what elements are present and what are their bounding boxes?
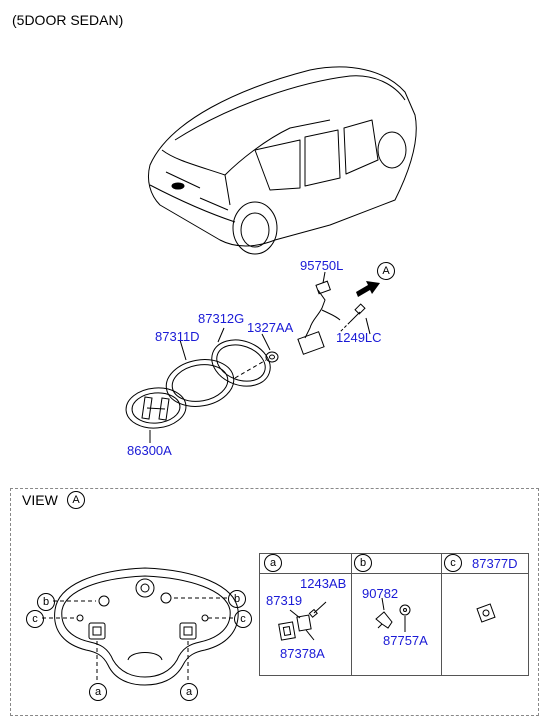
- parts-table: [259, 553, 529, 676]
- clip-drawing: [476, 603, 496, 623]
- part-number-87311D: 87311D: [155, 329, 200, 344]
- view-a-frame: [10, 488, 539, 716]
- table-col-b-letter: b: [354, 554, 372, 572]
- view-a-title: VIEW: [22, 492, 58, 508]
- emblem-drawing: [125, 387, 187, 443]
- callout-a-left: a: [89, 683, 107, 701]
- car-illustration: [147, 66, 417, 255]
- table-col-c-letter: c: [444, 554, 462, 572]
- part-number-1249LC: 1249LC: [336, 330, 382, 345]
- callout-b-left: b: [37, 593, 55, 611]
- pin-drawing: [375, 597, 411, 632]
- part-number-87319: 87319: [266, 593, 303, 608]
- part-number-87312G: 87312G: [198, 311, 245, 326]
- part-number-86300A: 86300A: [127, 443, 172, 458]
- bracket-drawing: [278, 601, 327, 641]
- view-a-callout: A: [67, 491, 85, 509]
- callout-c-left: c: [26, 610, 44, 628]
- callout-c-right: c: [234, 610, 252, 628]
- part-number-90782: 90782: [362, 586, 399, 601]
- page-title: (5DOOR SEDAN): [12, 12, 124, 28]
- view-ref-callout: A: [377, 262, 395, 280]
- table-divider: [351, 554, 352, 675]
- part-number-95750L: 95750L: [300, 258, 344, 273]
- camera-assembly-drawing: [297, 271, 341, 355]
- rear-view-drawing: [42, 567, 239, 686]
- view-arrow-icon: [356, 281, 380, 297]
- bolt-drawing: [339, 303, 371, 335]
- table-divider: [441, 554, 442, 675]
- parts-table-header-row: [260, 554, 528, 574]
- callout-a-right: a: [180, 683, 198, 701]
- part-number-1327AA: 1327AA: [247, 320, 294, 335]
- part-number-1243AB: 1243AB: [300, 576, 347, 591]
- table-col-a-letter: a: [264, 554, 282, 572]
- housing-drawing: [165, 339, 235, 407]
- part-number-87757A: 87757A: [383, 633, 428, 648]
- part-number-87377D: 87377D: [472, 556, 518, 571]
- part-number-87378A: 87378A: [280, 646, 325, 661]
- callout-b-right: b: [228, 590, 246, 608]
- view-a-label: VIEW: [22, 492, 58, 508]
- nut-drawing: [234, 333, 279, 379]
